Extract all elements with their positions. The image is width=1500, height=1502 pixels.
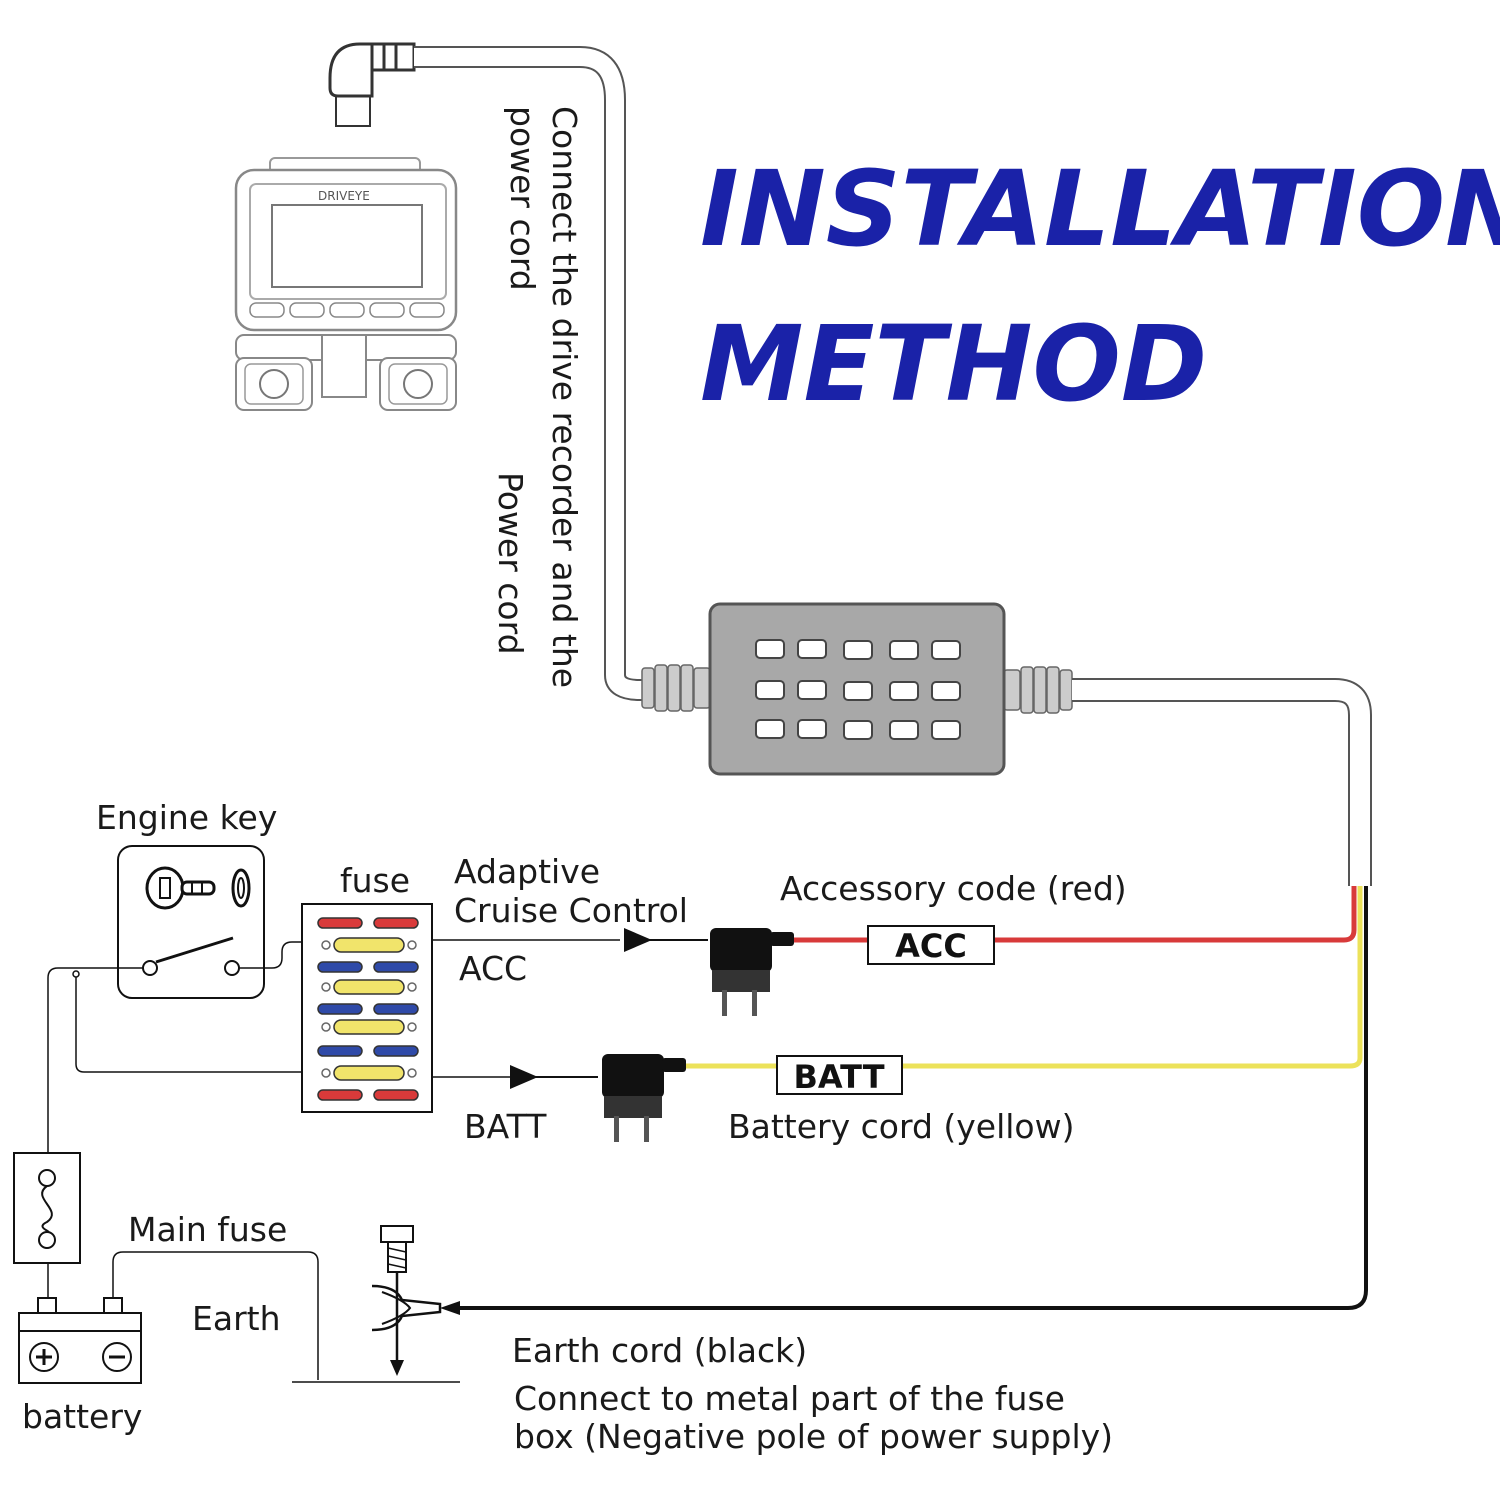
cable-label-line-2: power cord xyxy=(503,106,542,291)
acc-tag-label: ACC xyxy=(895,927,967,965)
switch-icon xyxy=(142,936,240,976)
accessory-cord-label: Accessory code (red) xyxy=(780,869,1127,908)
battery-label: battery xyxy=(22,1397,142,1436)
acc-label: ACC xyxy=(459,949,527,988)
usb-plug-icon xyxy=(328,42,416,127)
cable-label-line-3: Power cord xyxy=(491,472,530,655)
dashcam-icon: DRIVEYE xyxy=(234,157,458,411)
dashcam-brand: DRIVEYE xyxy=(318,189,370,203)
fuse-tap-icon xyxy=(710,928,794,1016)
batt-label: BATT xyxy=(464,1107,547,1146)
connect-note-line-2: box (Negative pole of power supply) xyxy=(514,1417,1113,1456)
cable-label-line-1: Connect the drive recorder and the xyxy=(545,106,584,688)
red-wire xyxy=(790,886,1357,943)
battery-cord-label: Battery cord (yellow) xyxy=(728,1107,1074,1146)
main-fuse-label: Main fuse xyxy=(128,1210,287,1249)
fuse-icon xyxy=(13,1152,81,1264)
title-line-2: METHOD xyxy=(700,303,1207,425)
yellow-wire xyxy=(682,886,1363,1069)
fuse-label: fuse xyxy=(340,861,410,900)
earth-label: Earth xyxy=(192,1299,281,1338)
fuse-icon xyxy=(317,917,419,1101)
black-wire xyxy=(455,886,1368,1310)
adaptive-label-line-1: Adaptive xyxy=(454,852,600,891)
circuit-lines xyxy=(47,941,460,1383)
converter-box-icon xyxy=(641,602,1073,776)
batt-tag xyxy=(776,1055,903,1095)
engine-key-label: Engine key xyxy=(96,798,277,837)
ground-bolt-icon xyxy=(371,1225,442,1376)
batt-tag-label: BATT xyxy=(793,1058,884,1096)
battery-icon xyxy=(18,1297,142,1384)
connect-note-line-1: Connect to metal part of the fuse xyxy=(514,1379,1065,1418)
output-cable xyxy=(1072,678,1372,886)
title-line-1: INSTALLATION xyxy=(700,148,1500,270)
acc-tag xyxy=(867,925,995,965)
earth-cord-label: Earth cord (black) xyxy=(512,1331,807,1370)
adaptive-label-line-2: Cruise Control xyxy=(454,891,688,930)
fuse-tap-icon xyxy=(602,1054,686,1142)
key-icon xyxy=(145,866,251,910)
